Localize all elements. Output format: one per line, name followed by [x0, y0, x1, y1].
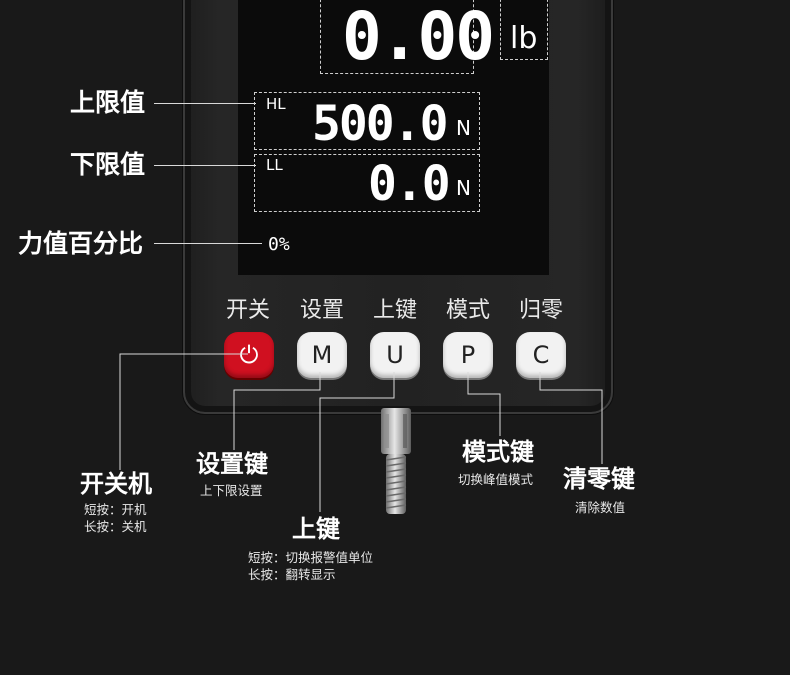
up-annotation-title: 上键 [292, 515, 340, 543]
lower-limit-label: 下限值 [70, 150, 146, 179]
set-annotation-title: 设置键 [196, 450, 268, 478]
up-button[interactable]: U [370, 332, 420, 378]
set-button-key: M [311, 341, 333, 369]
high-limit-tag: HL [266, 95, 286, 113]
low-limit-unit: N [456, 176, 471, 200]
power-button[interactable]: ⏻ [224, 332, 274, 378]
force-percent-label: 力值百分比 [18, 229, 144, 258]
low-limit-tag: LL [266, 156, 283, 174]
up-button-label: 上键 [372, 298, 417, 323]
upper-limit-leader [154, 103, 256, 104]
zero-button[interactable]: C [516, 332, 566, 378]
mode-button-label: 模式 [445, 298, 490, 323]
mode-annotation-title: 模式键 [462, 438, 534, 466]
high-limit-value: 500.0 [312, 96, 448, 152]
high-limit-box [254, 92, 480, 150]
force-percent-leader [154, 243, 262, 244]
upper-limit-label: 上限值 [70, 88, 146, 117]
low-limit-value: 0.0 [368, 156, 451, 212]
lower-limit-leader [154, 165, 256, 166]
threaded-hook-icon [381, 408, 411, 514]
power-annotation-line-2: 长按：关机 [84, 519, 147, 534]
lcd-screen [238, 0, 549, 275]
power-icon: ⏻ [239, 341, 259, 369]
up-button-key: U [386, 341, 404, 369]
zero-button-key: C [532, 341, 550, 369]
zero-annotation-title: 清零键 [563, 465, 635, 493]
low-limit-box [254, 154, 480, 212]
zero-button-label: 归零 [518, 298, 563, 323]
main-unit: lb [510, 21, 538, 56]
power-annotation-title: 开关机 [80, 470, 152, 498]
mode-button-key: P [460, 341, 476, 369]
zero-annotation-line-1: 清除数值 [575, 500, 626, 515]
set-annotation-line-1: 上下限设置 [200, 483, 263, 498]
power-button-label: 开关 [225, 298, 270, 323]
up-annotation-line-1: 短按：切换报警值单位 [248, 550, 374, 565]
main-unit-box [500, 0, 548, 60]
force-percent-value: 0% [268, 234, 290, 255]
power-annotation-line-1: 短按：开机 [84, 502, 147, 517]
mode-annotation-line-1: 切换峰值模式 [458, 472, 534, 487]
set-button[interactable]: M [297, 332, 347, 378]
mode-button[interactable]: P [443, 332, 493, 378]
main-reading-value: 0.00 [342, 0, 495, 75]
set-button-label: 设置 [299, 298, 344, 323]
high-limit-unit: N [456, 116, 471, 140]
up-annotation-line-2: 长按：翻转显示 [248, 567, 336, 582]
main-reading-box [320, 0, 474, 74]
